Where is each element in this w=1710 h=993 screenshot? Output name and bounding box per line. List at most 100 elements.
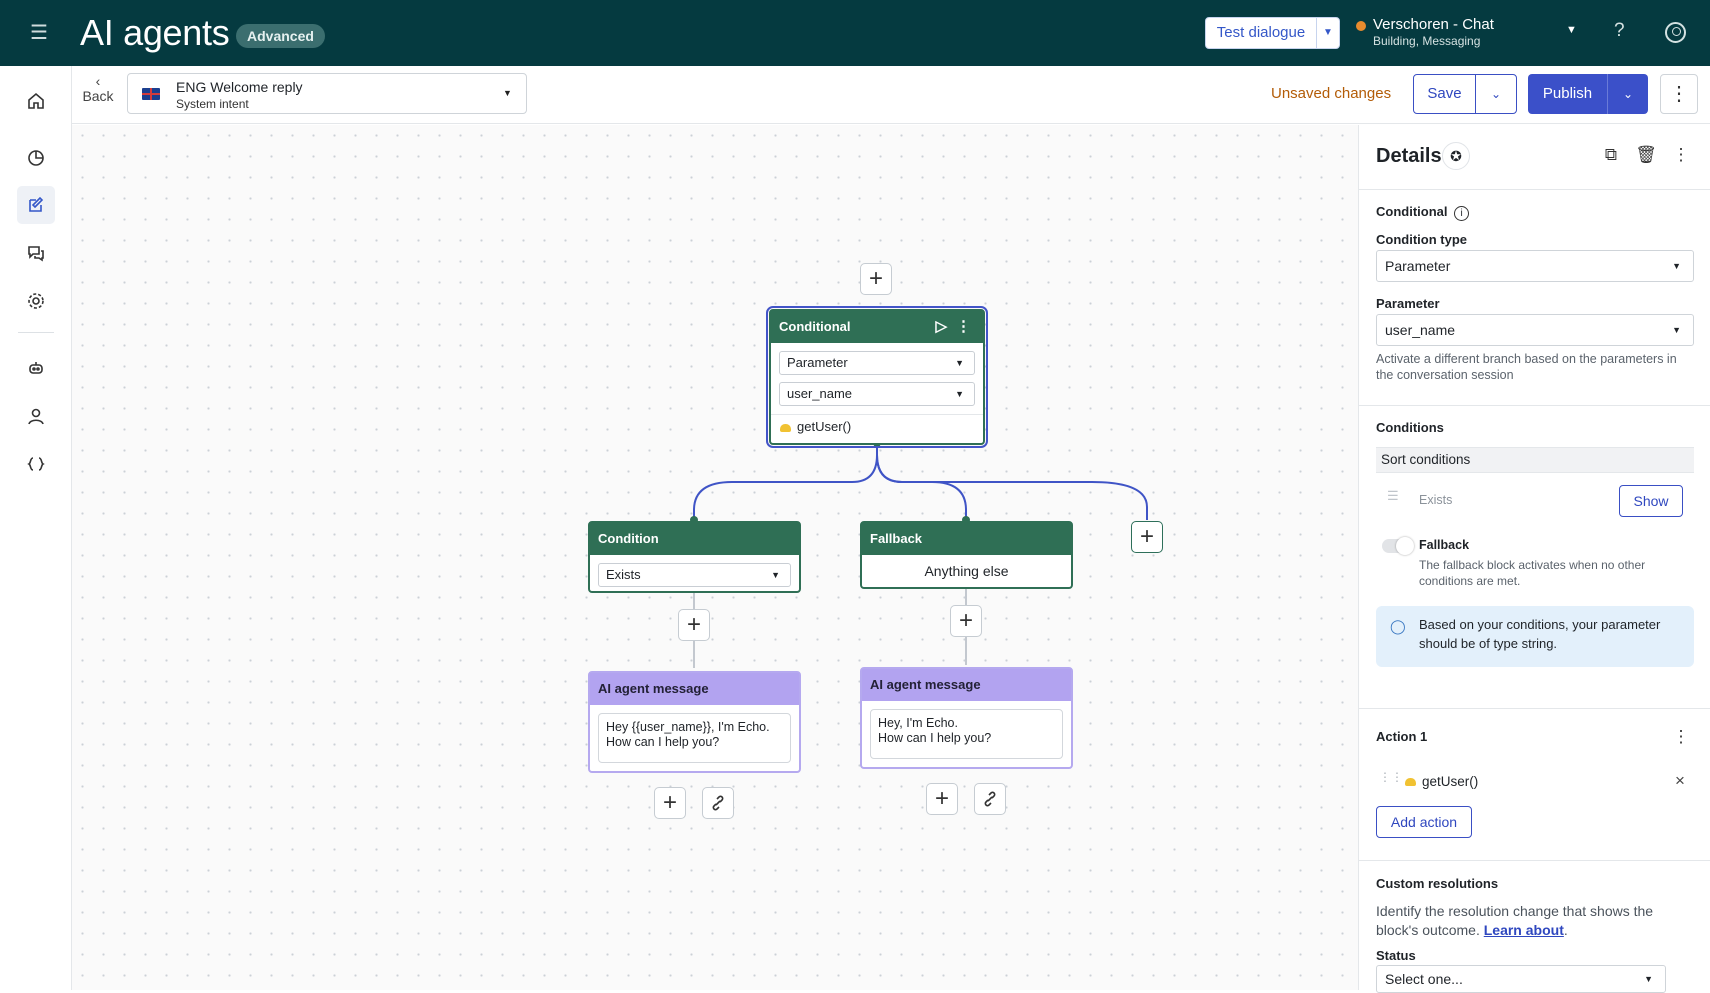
ai-message-header: AI agent message bbox=[862, 669, 1071, 701]
link-icon[interactable] bbox=[974, 783, 1006, 815]
show-button[interactable]: Show bbox=[1619, 485, 1683, 517]
condition-type-value: Parameter bbox=[1385, 258, 1451, 274]
save-button-group[interactable]: Save ⌄ bbox=[1413, 74, 1517, 114]
action-value: getUser() bbox=[1422, 774, 1479, 789]
top-bar: ☰ AI agents Advanced Test dialogue ▼ Ver… bbox=[0, 0, 1710, 66]
add-branch-button[interactable]: + bbox=[1131, 521, 1163, 553]
panel-title: Details bbox=[1376, 145, 1442, 167]
custom-resolutions-text: Identify the resolution change that show… bbox=[1376, 903, 1654, 938]
fallback-toggle[interactable] bbox=[1382, 537, 1414, 555]
link-icon[interactable] bbox=[702, 787, 734, 819]
build-editor-icon[interactable] bbox=[17, 186, 55, 224]
chevron-down-icon[interactable]: ▼ bbox=[503, 88, 512, 98]
ai-message-node-right[interactable]: AI agent message Hey, I'm Echo. How can … bbox=[860, 667, 1073, 769]
conditions-label: Conditions bbox=[1376, 420, 1444, 435]
help-icon[interactable]: ? bbox=[1614, 20, 1625, 41]
delete-trash-icon[interactable]: 🗑 bbox=[1635, 145, 1657, 164]
ai-message-text[interactable]: Hey {{user_name}}, I'm Echo. How can I h… bbox=[598, 713, 791, 763]
save-button[interactable]: Save bbox=[1414, 75, 1476, 113]
pin-icon[interactable]: ✪ bbox=[1442, 142, 1470, 170]
user-profile-icon[interactable] bbox=[17, 397, 55, 435]
workspace-subtitle: Building, Messaging bbox=[1373, 34, 1481, 48]
add-block-button[interactable]: + bbox=[926, 783, 958, 815]
fallback-node[interactable]: Fallback Anything else bbox=[860, 521, 1073, 589]
settings-gear-icon[interactable] bbox=[17, 282, 55, 320]
node-divider bbox=[771, 414, 983, 415]
home-icon[interactable] bbox=[17, 82, 55, 120]
conditional-section-label: Conditional bbox=[1376, 204, 1448, 219]
bot-icon[interactable] bbox=[17, 349, 55, 387]
conditional-title: Conditional bbox=[779, 319, 851, 334]
sidebar bbox=[0, 66, 72, 990]
chevron-down-icon[interactable]: ▼ bbox=[1323, 27, 1333, 38]
test-dialogue-label[interactable]: Test dialogue bbox=[1206, 18, 1317, 48]
chevron-left-icon[interactable]: ‹ bbox=[95, 73, 101, 89]
action-chip[interactable]: getUser() bbox=[780, 419, 851, 434]
condition-type-select[interactable]: Parameter ▼ bbox=[779, 351, 975, 375]
plan-badge: Advanced bbox=[236, 24, 325, 48]
condition-title: Condition bbox=[598, 531, 659, 546]
drag-handle-icon[interactable]: ⋮⋮ bbox=[1379, 770, 1403, 784]
intent-name: ENG Welcome reply bbox=[176, 79, 303, 95]
condition-node[interactable]: Condition Exists ▼ bbox=[588, 521, 801, 593]
menu-icon[interactable]: ☰ bbox=[30, 22, 48, 44]
info-icon[interactable]: i bbox=[1454, 206, 1470, 221]
learn-about-link[interactable]: Learn about bbox=[1483, 922, 1564, 938]
more-options-icon[interactable]: ⋮ bbox=[1660, 74, 1698, 114]
action-label: getUser() bbox=[797, 419, 852, 434]
parameter-value: user_name bbox=[787, 386, 853, 401]
workspace-name[interactable]: Verschoren - Chat bbox=[1373, 16, 1494, 33]
publish-button-group[interactable]: Publish ⌄ bbox=[1528, 74, 1648, 114]
publish-options-chevron-icon[interactable]: ⌄ bbox=[1622, 87, 1634, 101]
message-line: How can I help you? bbox=[878, 731, 992, 745]
function-icon bbox=[1405, 778, 1416, 787]
analytics-icon[interactable] bbox=[17, 138, 55, 176]
uk-flag-icon bbox=[142, 88, 160, 100]
parameter-dropdown[interactable]: user_name ▼ bbox=[1376, 314, 1694, 346]
status-dot-icon bbox=[1356, 21, 1366, 31]
action-menu-icon[interactable]: ⋮ bbox=[1672, 727, 1690, 746]
ai-message-text[interactable]: Hey, I'm Echo. How can I help you? bbox=[870, 709, 1063, 759]
back-label[interactable]: Back bbox=[82, 88, 114, 104]
workspace-dropdown-icon[interactable]: ▼ bbox=[1566, 24, 1577, 36]
condition-header: Condition bbox=[590, 523, 799, 555]
fallback-label: Fallback bbox=[1419, 538, 1470, 552]
caret-down-icon: ▼ bbox=[1644, 974, 1653, 984]
test-dialogue-button[interactable]: Test dialogue ▼ bbox=[1205, 17, 1340, 49]
add-block-condition-button[interactable]: + bbox=[678, 609, 710, 641]
add-block-top-button[interactable]: + bbox=[860, 263, 892, 295]
panel-menu-icon[interactable]: ⋮ bbox=[1672, 145, 1690, 164]
remove-action-icon[interactable]: × bbox=[1675, 771, 1685, 790]
add-block-button[interactable]: + bbox=[654, 787, 686, 819]
panel-divider bbox=[1359, 708, 1710, 709]
parameter-help-text: Activate a different branch based on the… bbox=[1376, 352, 1677, 382]
action-label: Action 1 bbox=[1376, 729, 1428, 744]
parameter-select[interactable]: user_name ▼ bbox=[779, 382, 975, 406]
play-icon[interactable]: ▷ bbox=[935, 318, 947, 335]
parameter-label: Parameter bbox=[1376, 296, 1440, 311]
conversations-icon[interactable] bbox=[17, 234, 55, 272]
action-item[interactable]: getUser() bbox=[1405, 774, 1478, 789]
user-account-icon[interactable] bbox=[1665, 22, 1686, 43]
add-block-fallback-button[interactable]: + bbox=[950, 605, 982, 637]
code-braces-icon[interactable] bbox=[17, 445, 55, 483]
status-label: Status bbox=[1376, 948, 1416, 963]
drag-handle-icon[interactable]: ☰ bbox=[1387, 488, 1399, 503]
back-button[interactable]: ‹ Back bbox=[78, 74, 118, 104]
duplicate-icon[interactable]: ⧉ bbox=[1604, 145, 1618, 164]
function-icon bbox=[780, 423, 791, 432]
flow-canvas[interactable]: + Conditional ▷ ⋮ Parameter ▼ user_name … bbox=[72, 125, 1358, 990]
condition-type-dropdown[interactable]: Parameter ▼ bbox=[1376, 250, 1694, 282]
operator-select[interactable]: Exists ▼ bbox=[598, 563, 791, 587]
node-menu-icon[interactable]: ⋮ bbox=[956, 318, 971, 335]
publish-button[interactable]: Publish bbox=[1528, 74, 1608, 114]
status-dropdown[interactable]: Select one... ▼ bbox=[1376, 965, 1666, 993]
add-action-button[interactable]: Add action bbox=[1376, 806, 1472, 838]
app-title: AI agents bbox=[80, 12, 230, 53]
intent-selector[interactable]: ENG Welcome reply System intent ▼ bbox=[127, 73, 527, 114]
conditional-node[interactable]: Conditional ▷ ⋮ Parameter ▼ user_name ▼ … bbox=[766, 306, 988, 448]
save-options-chevron-icon[interactable]: ⌄ bbox=[1490, 87, 1502, 101]
editor-toolbar: ‹ Back ENG Welcome reply System intent ▼… bbox=[72, 66, 1710, 124]
ai-message-node-left[interactable]: AI agent message Hey {{user_name}}, I'm … bbox=[588, 671, 801, 773]
condition-type-label: Condition type bbox=[1376, 232, 1467, 247]
